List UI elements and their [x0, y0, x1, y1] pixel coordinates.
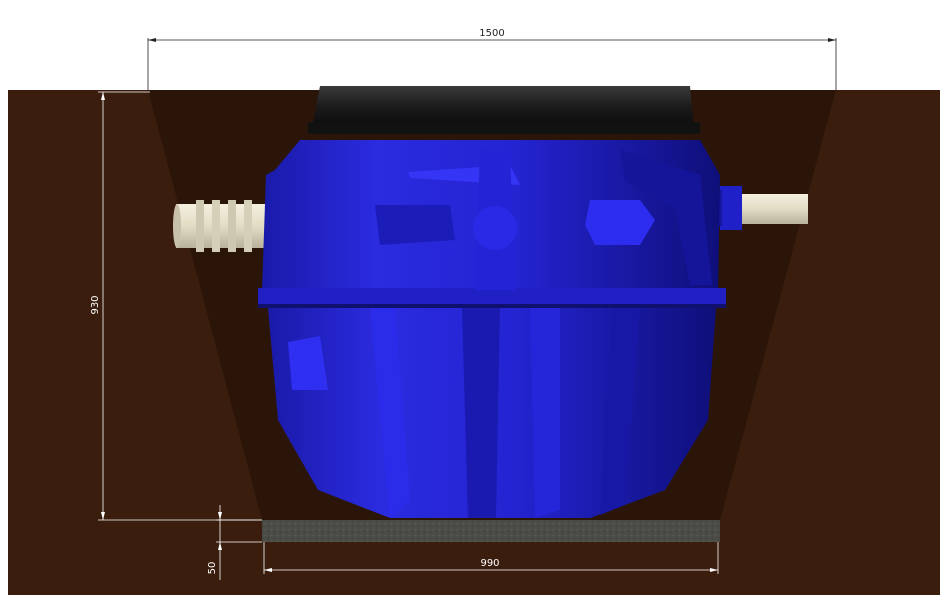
dimension-top-width: 1500: [147, 28, 837, 90]
concrete-base-slab: [262, 520, 720, 542]
dimension-label-base-thickness: 50: [207, 562, 218, 575]
tank-body: [258, 140, 726, 518]
dimension-bottom-width: 990: [263, 542, 719, 574]
inlet-pipe: [173, 200, 272, 252]
dimension-label-top-width: 1500: [479, 28, 504, 39]
dimension-base-thickness: 50: [207, 505, 262, 580]
tank-lid: [308, 86, 700, 134]
dimension-label-height: 930: [90, 295, 101, 314]
dimension-label-bottom-width: 990: [480, 558, 499, 569]
outlet-pipe: [716, 186, 808, 230]
